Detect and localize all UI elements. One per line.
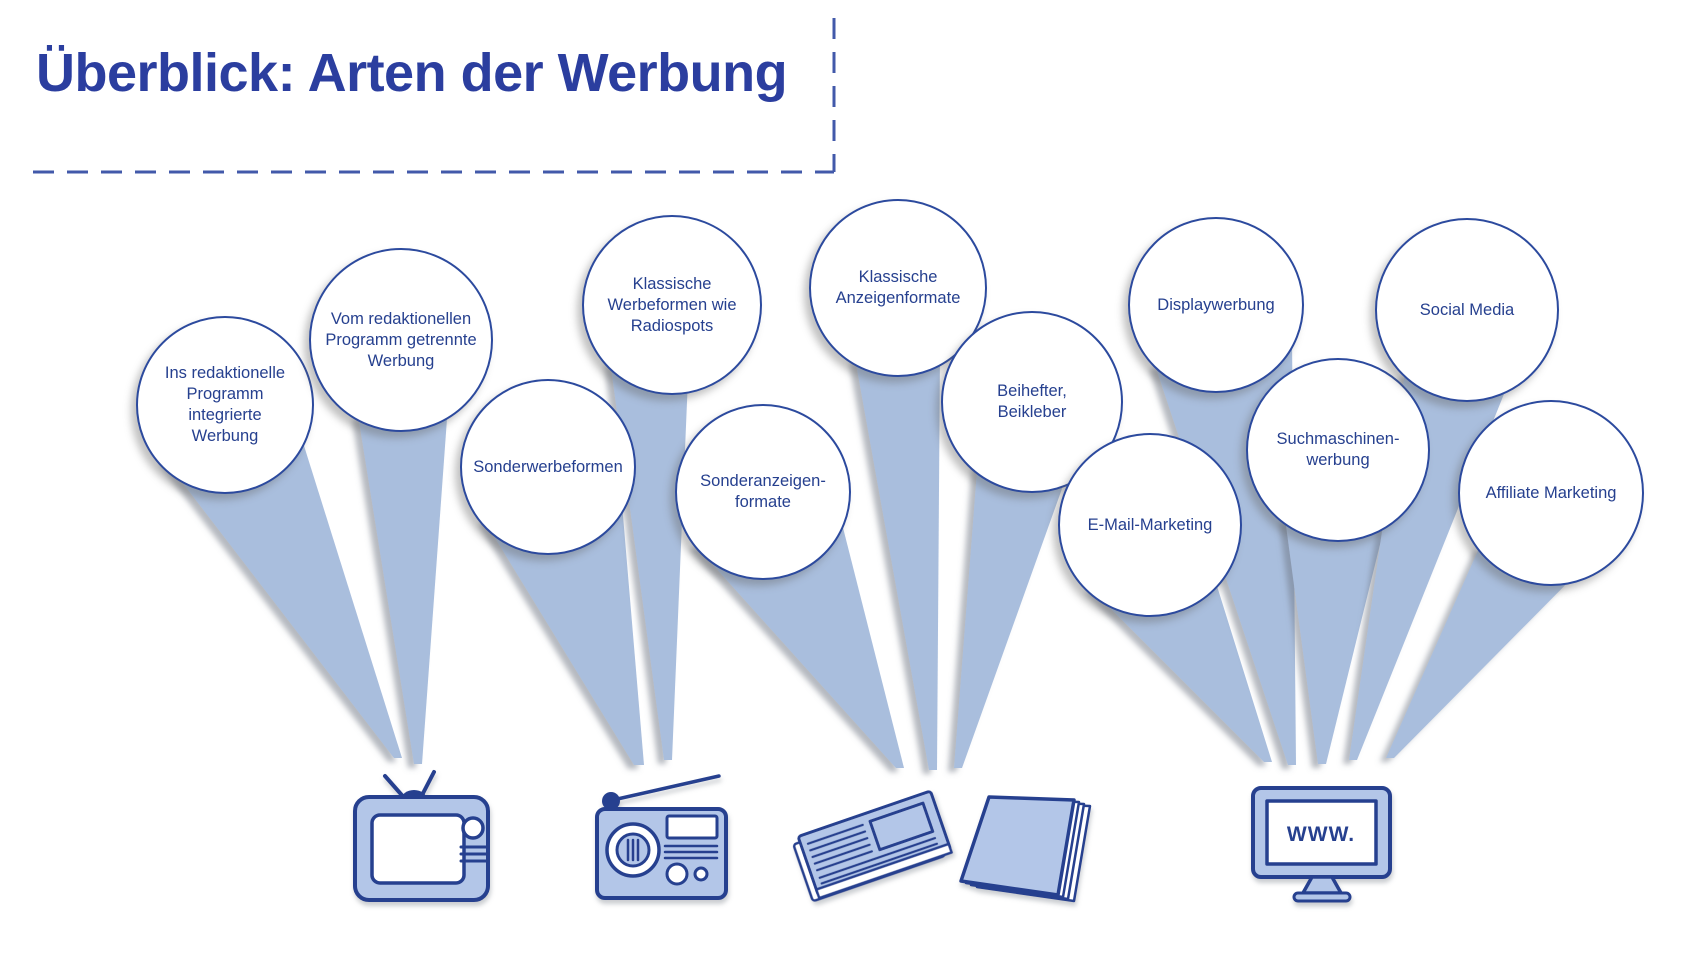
page-title: Überblick: Arten der Werbung [36,43,788,103]
radio-icon [595,774,728,900]
balloon-sonderwerbeformen: Sonderwerbeformen [460,379,636,555]
balloon-getrennte-werbung: Vom redaktionellen Programm getrennte We… [309,248,493,432]
beam-getrennte-werbung-to-tv [358,405,448,764]
beam-affiliate-marketing-to-monitor [1386,546,1588,758]
www-label: WWW. [1287,823,1355,846]
balloon-social-media: Social Media [1375,218,1559,402]
tv-icon [353,770,490,902]
beam-klassische-anzeigenformate-to-print [855,350,940,770]
balloon-sonderanzeigenformate: Sonderanzeigen- formate [675,404,851,580]
newspaper-icon [792,790,953,902]
magazine-icon [959,795,1092,903]
balloon-suchmaschinenwerbung: Suchmaschinen- werbung [1246,358,1430,542]
balloon-integrierte-werbung: Ins redaktionelle Programm integrierte W… [136,316,314,494]
beam-suchmaschinenwerbung-to-monitor [1285,512,1388,764]
beam-email-marketing-to-monitor [1090,570,1272,762]
balloon-email-marketing: E-Mail-Marketing [1058,433,1242,617]
balloon-affiliate-marketing: Affiliate Marketing [1458,400,1644,586]
balloon-radiospots: Klassische Werbeformen wie Radiospots [582,215,762,395]
beam-integrierte-werbung-to-tv [165,433,402,758]
balloon-displaywerbung: Displaywerbung [1128,217,1304,393]
balloon-klassische-anzeigenformate: Klassische Anzeigenformate [809,199,987,377]
beam-beihefter-beikleber-to-print [954,444,1078,768]
computer-monitor-icon: WWW. [1251,786,1392,903]
